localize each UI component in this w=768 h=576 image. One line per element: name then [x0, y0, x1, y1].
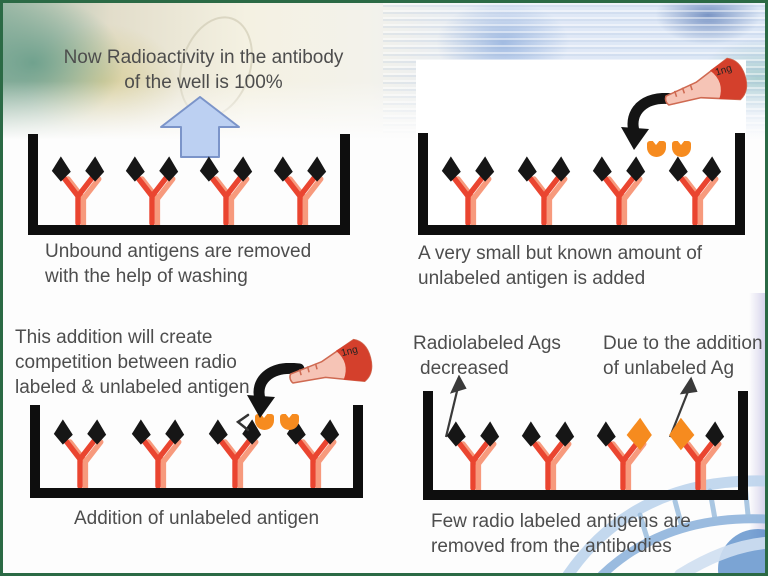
- panel1-caption-line1: Unbound antigens are removed: [45, 241, 312, 262]
- black-antigen-icon: [593, 156, 613, 182]
- black-antigen-icon: [517, 156, 537, 182]
- black-antigen-icon: [555, 421, 575, 447]
- panel4-caption: Few radio labeled antigens are removed f…: [431, 509, 691, 559]
- antibody-icon: [286, 419, 340, 488]
- antibody-icon: [521, 421, 575, 490]
- black-antigen-icon: [441, 156, 461, 182]
- block-up-arrow: [160, 96, 240, 158]
- black-antigen-icon: [320, 419, 340, 445]
- black-antigen-icon: [596, 421, 616, 447]
- unlabeled-antigen-cup: [255, 413, 274, 430]
- flask-1ng-icon: 1ng: [664, 57, 748, 106]
- panel3-heading: This addition will create competition be…: [15, 325, 250, 400]
- panel4-label-right: Due to the addition of unlabeled Ag: [603, 331, 763, 381]
- black-antigen-icon: [159, 156, 179, 182]
- black-antigen-icon: [521, 421, 541, 447]
- black-antigen-icon: [85, 156, 105, 182]
- black-antigen-icon: [626, 156, 646, 182]
- panel4-caption-line2: removed from the antibodies: [431, 536, 672, 557]
- black-antigen-icon: [705, 421, 725, 447]
- antibody-icon: [517, 156, 570, 225]
- competition-squiggle-icon: [235, 413, 250, 432]
- antibody-icon: [668, 156, 722, 225]
- panel1-heading: Now Radioactivity in the antibody of the…: [31, 45, 376, 95]
- orange-antigen-icon: [669, 417, 695, 451]
- flask-label: 1ng: [714, 63, 733, 79]
- black-antigen-icon: [131, 419, 151, 445]
- black-antigen-icon: [242, 419, 262, 445]
- black-antigen-icon: [125, 156, 145, 182]
- black-antigen-icon: [307, 156, 327, 182]
- antibody-icon: [273, 156, 327, 225]
- panel2-caption-line2: unlabeled antigen is added: [418, 268, 646, 289]
- antibody-icon: [596, 417, 652, 490]
- panel3-caption: Addition of unlabeled antigen: [73, 508, 320, 529]
- antibody-icon: [53, 419, 107, 488]
- black-antigen-icon: [286, 419, 306, 445]
- panel1-well: [28, 134, 350, 235]
- panel4-label-right-line2: of unlabeled Ag: [603, 358, 735, 379]
- black-antigen-icon: [446, 421, 466, 447]
- panel3-well: [30, 405, 363, 498]
- dna-helix-illustration: [562, 475, 765, 573]
- antibody-icon: [593, 156, 646, 225]
- orange-antigen-icon: [626, 417, 652, 451]
- panel1-heading-line1: Now Radioactivity in the antibody: [63, 47, 344, 68]
- antibody-icon: [199, 156, 253, 225]
- pointer-arrows: [444, 375, 698, 438]
- antibody-icon: [131, 419, 184, 488]
- unlabeled-antigen-cup: [280, 413, 299, 430]
- black-antigen-icon: [164, 419, 184, 445]
- black-antigen-icon: [51, 156, 71, 182]
- black-antigen-icon: [233, 156, 253, 182]
- black-antigen-icon: [702, 156, 722, 182]
- black-antigen-icon: [199, 156, 219, 182]
- flask-label: 1ng: [340, 344, 359, 359]
- black-antigen-icon: [87, 419, 107, 445]
- black-antigen-icon: [550, 156, 570, 182]
- panel3-heading-line2: competition between radio: [15, 352, 237, 373]
- unlabeled-antigen-cup: [647, 140, 666, 157]
- black-antigen-icon: [668, 156, 688, 182]
- antibody-icon: [209, 419, 262, 488]
- antibody-icon: [441, 156, 495, 225]
- panel4-caption-line1: Few radio labeled antigens are: [431, 511, 691, 532]
- panel2-caption-line1: A very small but known amount of: [418, 243, 703, 264]
- black-antigen-icon: [475, 156, 495, 182]
- panel4-well: [423, 391, 748, 500]
- flask-1ng-icon: 1ng: [289, 338, 373, 384]
- antibody-icon: [125, 156, 179, 225]
- antibody-icon: [446, 421, 500, 490]
- panel4-label-left: Radiolabeled Ags decreased: [413, 331, 561, 381]
- black-antigen-icon: [209, 419, 229, 445]
- panel1-heading-line2: of the well is 100%: [124, 72, 283, 93]
- black-antigen-icon: [480, 421, 500, 447]
- panel4-label-left-line1: Radiolabeled Ags: [413, 333, 561, 354]
- panel3-heading-line1: This addition will create: [15, 327, 213, 348]
- panel3-heading-line3: labeled & unlabeled antigen: [15, 377, 250, 398]
- unlabeled-antigen-cup: [672, 140, 691, 157]
- panel2-caption: A very small but known amount of unlabel…: [418, 241, 702, 291]
- panel4-label-left-line2: decreased: [420, 358, 509, 379]
- panel1-caption: Unbound antigens are removed with the he…: [45, 239, 311, 289]
- pour-curved-arrow: [247, 363, 305, 418]
- black-antigen-icon: [53, 419, 73, 445]
- antibody-icon: [51, 156, 105, 225]
- black-antigen-icon: [273, 156, 293, 182]
- antibody-icon: [669, 417, 725, 490]
- panel4-label-right-line1: Due to the addition: [603, 333, 763, 354]
- panel2-well: [418, 133, 745, 235]
- panel1-caption-line2: with the help of washing: [45, 266, 248, 287]
